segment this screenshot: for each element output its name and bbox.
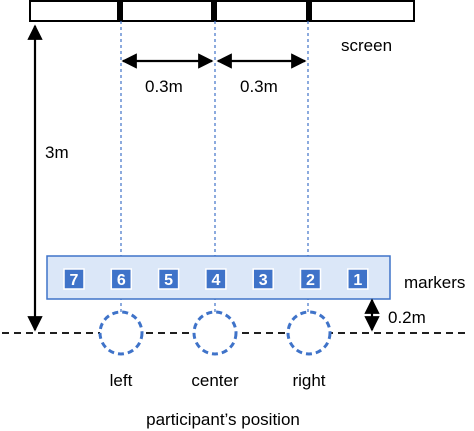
marker-7: 7	[63, 268, 85, 290]
position-circle-left	[98, 310, 144, 356]
marker-number: 4	[211, 272, 220, 289]
distance-markers-label: 0.2m	[388, 308, 426, 327]
screen	[29, 0, 415, 22]
marker-1: 1	[347, 268, 369, 290]
spacing-left-label: 0.3m	[145, 77, 183, 96]
marker-square	[299, 268, 322, 290]
marker-square	[110, 268, 133, 290]
marker-6: 6	[110, 268, 133, 290]
position-right-label: right	[292, 371, 325, 390]
marker-3: 3	[252, 268, 274, 290]
position-center-label: center	[191, 371, 239, 390]
marker-2: 2	[299, 268, 322, 290]
marker-number: 6	[117, 272, 126, 289]
position-left-label: left	[110, 371, 133, 390]
marker-number: 3	[259, 272, 268, 289]
markers-label: markers	[404, 273, 465, 292]
marker-square	[252, 268, 274, 290]
marker-square	[205, 268, 227, 290]
spacing-right-label: 0.3m	[240, 77, 278, 96]
screen-dividers	[117, 1, 312, 21]
position-circle-center	[192, 310, 238, 356]
marker-number: 5	[164, 272, 173, 289]
marker-square	[347, 268, 369, 290]
marker-group: 7 6 5 4 3 2 1	[63, 268, 369, 290]
position-circle-right	[286, 310, 332, 356]
marker-4: 4	[205, 268, 227, 290]
marker-square	[157, 268, 180, 290]
marker-square	[63, 268, 85, 290]
marker-5: 5	[157, 268, 180, 290]
participant-position-title: participant’s position	[146, 410, 300, 429]
screen-label: screen	[341, 36, 392, 55]
position-circles	[98, 310, 332, 356]
marker-number: 2	[306, 272, 315, 289]
marker-number: 1	[353, 272, 362, 289]
distance-screen-label: 3m	[45, 143, 69, 162]
marker-number: 7	[70, 272, 79, 289]
